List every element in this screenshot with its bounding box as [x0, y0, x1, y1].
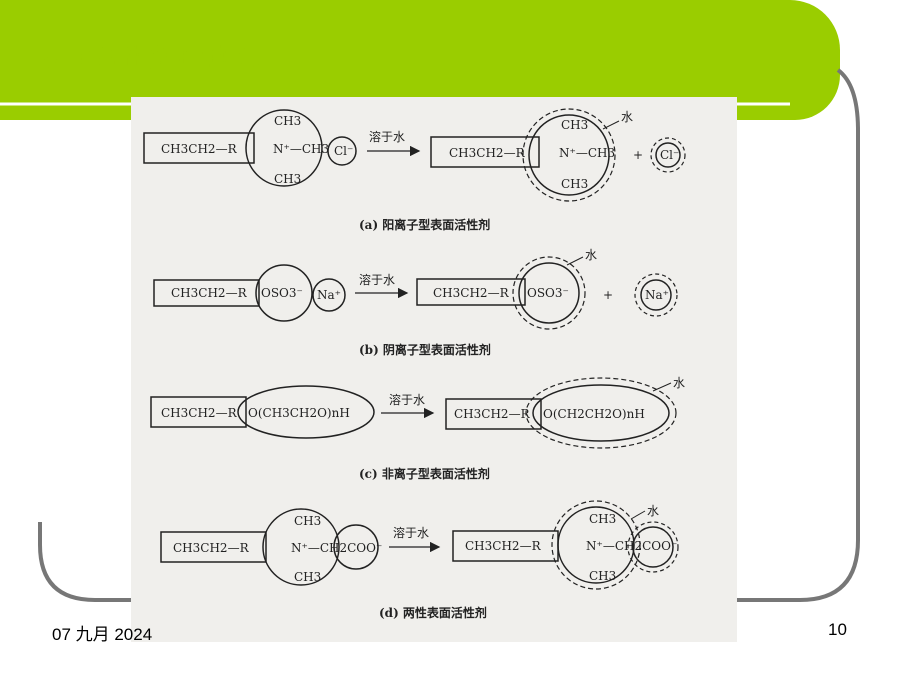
methyl-bottom: CH3 — [589, 569, 616, 583]
panel-b-anionic: CH3CH2—R OSO3⁻ Na⁺ 溶于水 CH3CH2—R OSO3⁻ 水 … — [153, 248, 678, 357]
caption-b: (b) 阴离子型表面活性剂 — [359, 342, 491, 357]
head-label: OSO3⁻ — [261, 286, 303, 300]
head-label: OSO3⁻ — [527, 286, 569, 300]
slide-page-number: 10 — [828, 620, 847, 639]
caption-a: (a) 阳离子型表面活性剂 — [359, 217, 490, 232]
caption-c: (c) 非离子型表面活性剂 — [359, 466, 490, 481]
head-label: O(CH2CH2O)nH — [543, 407, 645, 421]
dissolve-label: 溶于水 — [393, 525, 429, 540]
methyl-bottom: CH3 — [274, 172, 301, 186]
water-label: 水 — [647, 504, 659, 518]
panel-d-amphoteric: CH3CH2—R N⁺—CH2COO⁻ CH3 CH3 溶于水 CH3CH2—R… — [160, 500, 679, 620]
dissolve-label: 溶于水 — [359, 272, 395, 287]
slide-title: 表面活性剂的种类: — [40, 43, 268, 72]
methyl-top: CH3 — [561, 118, 588, 132]
tail-label: CH3CH2—R — [161, 406, 238, 420]
head-label: N⁺—CH3 — [273, 142, 329, 156]
plus-sign: + — [603, 288, 613, 302]
counter-ion: Na⁺ — [645, 288, 669, 302]
caption-d: (d) 两性表面活性剂 — [379, 605, 487, 620]
tail-label: CH3CH2—R — [454, 407, 531, 421]
tail-label: CH3CH2—R — [433, 286, 510, 300]
water-label: 水 — [621, 110, 633, 124]
dissolve-label: 溶于水 — [389, 392, 425, 407]
methyl-bottom: CH3 — [294, 570, 321, 584]
methyl-top: CH3 — [294, 514, 321, 528]
counter-ion: Cl⁻ — [334, 144, 353, 158]
slide-date: 07 九月 2024 — [52, 625, 153, 644]
head-label: N⁺—CH3 — [559, 146, 615, 160]
counter-ion: Na⁺ — [317, 288, 341, 302]
tail-label: CH3CH2—R — [449, 146, 526, 160]
tail-label: CH3CH2—R — [161, 142, 238, 156]
tail-label: CH3CH2—R — [171, 286, 248, 300]
surfactant-types-figure: CH3CH2—R N⁺—CH3 CH3 CH3 Cl⁻ 溶于水 CH3CH2—R… — [131, 97, 737, 642]
methyl-top: CH3 — [589, 512, 616, 526]
head-label: O(CH3CH2O)nH — [248, 406, 350, 420]
water-label: 水 — [673, 376, 685, 390]
methyl-top: CH3 — [274, 114, 301, 128]
panel-c-nonionic: CH3CH2—R O(CH3CH2O)nH 溶于水 CH3CH2—R O(CH2… — [150, 376, 685, 481]
head-label: N⁺—CH2COO⁻ — [291, 541, 382, 555]
counter-ion: Cl⁻ — [660, 148, 679, 162]
methyl-bottom: CH3 — [561, 177, 588, 191]
tail-label: CH3CH2—R — [173, 541, 250, 555]
panel-a-cationic: CH3CH2—R N⁺—CH3 CH3 CH3 Cl⁻ 溶于水 CH3CH2—R… — [143, 108, 686, 232]
tail-label: CH3CH2—R — [465, 539, 542, 553]
water-label: 水 — [585, 248, 597, 262]
dissolve-label: 溶于水 — [369, 129, 405, 144]
head-label: N⁺—CH2COO⁻ — [586, 539, 677, 553]
plus-sign: + — [633, 148, 643, 162]
